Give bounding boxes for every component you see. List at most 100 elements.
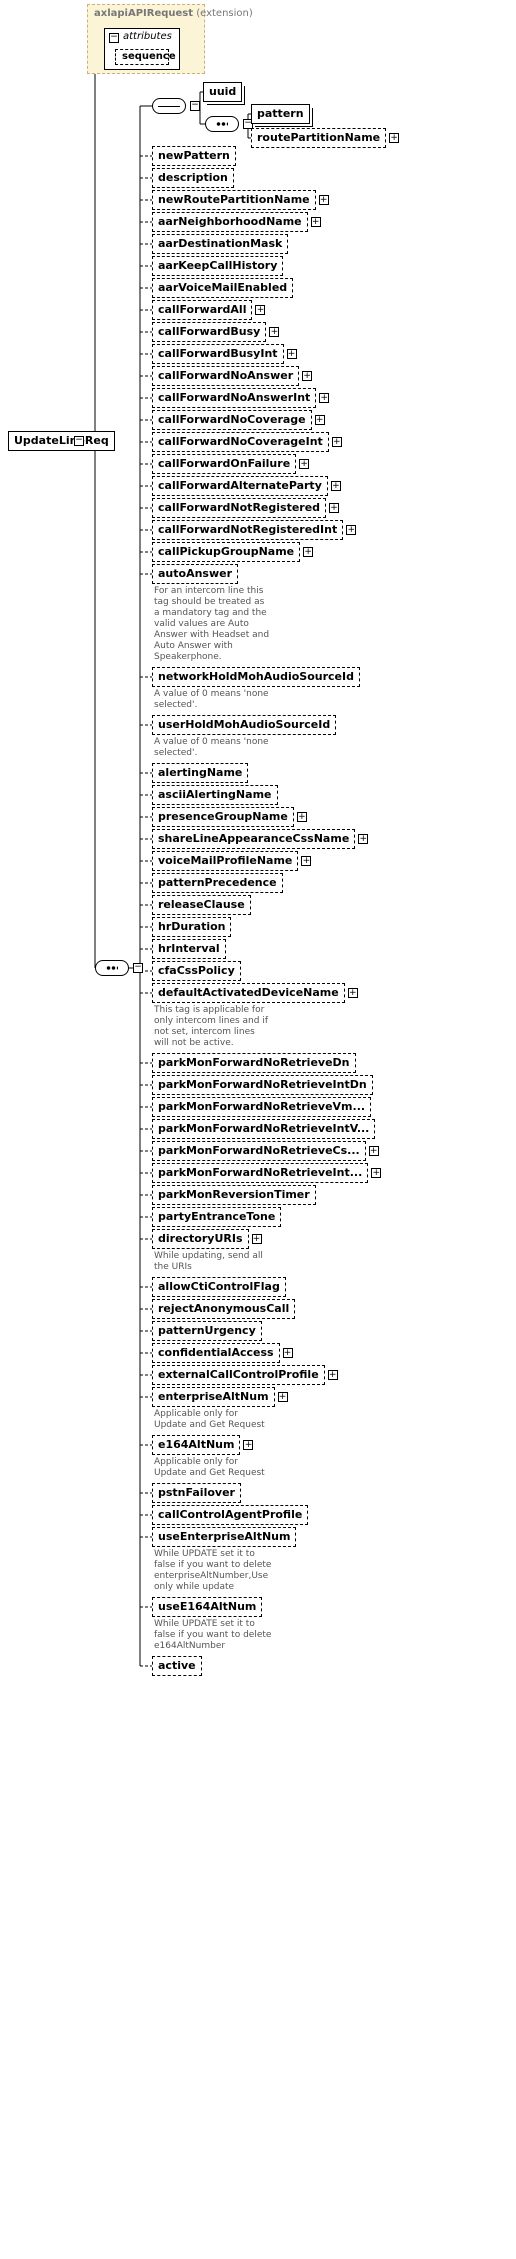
element-label: patternPrecedence	[158, 876, 277, 889]
collapse-root-icon[interactable]: −	[74, 435, 84, 446]
expand-icon[interactable]: +	[318, 195, 329, 205]
expand-icon[interactable]: +	[347, 988, 358, 998]
element-label: newRoutePartitionName	[158, 193, 310, 206]
expand-icon[interactable]: +	[331, 437, 342, 447]
element-pstnfailover[interactable]: pstnFailover	[152, 1483, 241, 1503]
element-parkmonforwardnoretrievevm[interactable]: parkMonForwardNoRetrieveVm...	[152, 1097, 372, 1117]
element-useenterprisealtnum[interactable]: useEnterpriseAltNum	[152, 1527, 297, 1547]
collapse-main-sequence-icon[interactable]: −	[133, 962, 143, 973]
uuid-element[interactable]: uuid	[203, 82, 246, 105]
choice-compositor[interactable]	[152, 98, 186, 114]
expand-icon[interactable]: +	[251, 1234, 262, 1244]
element-aarkeepcallhistory[interactable]: aarKeepCallHistory	[152, 256, 284, 276]
expand-icon[interactable]: +	[327, 1370, 338, 1380]
expand-icon[interactable]: +	[314, 415, 325, 425]
expand-icon[interactable]: +	[299, 459, 310, 469]
expand-icon[interactable]: +	[255, 305, 266, 315]
expand-icon[interactable]: +	[303, 547, 314, 557]
element-sharelineappearancecssname[interactable]: shareLineAppearanceCssName+	[152, 829, 369, 849]
element-confidentialaccess[interactable]: confidentialAccess+	[152, 1343, 293, 1363]
element-rejectanonymouscall[interactable]: rejectAnonymousCall	[152, 1299, 296, 1319]
element-callforwardonfailure[interactable]: callForwardOnFailure+	[152, 454, 310, 474]
element-label: hrDuration	[158, 920, 226, 933]
element-usee164altnum[interactable]: useE164AltNum	[152, 1597, 263, 1617]
collapse-attributes-icon[interactable]: −	[109, 32, 119, 43]
element-callforwardbusy[interactable]: callForwardBusy+	[152, 322, 280, 342]
element-patternurgency[interactable]: patternUrgency	[152, 1321, 262, 1341]
element-callforwardall[interactable]: callForwardAll+	[152, 300, 266, 320]
element-annotation: While UPDATE set it to false if you want…	[154, 1549, 272, 1592]
element-voicemailprofilename[interactable]: voiceMailProfileName+	[152, 851, 312, 871]
expand-icon[interactable]: +	[296, 812, 307, 822]
element-asciialertingname[interactable]: asciiAlertingName	[152, 785, 278, 805]
element-parkmonreversiontimer[interactable]: parkMonReversionTimer	[152, 1185, 316, 1205]
collapse-choice-icon[interactable]: −	[190, 100, 200, 111]
element-newroutepartitionname[interactable]: newRoutePartitionName +	[152, 190, 329, 210]
element-parkmonforwardnoretrieveintdn[interactable]: parkMonForwardNoRetrieveIntDn	[152, 1075, 373, 1095]
main-sequence-compositor[interactable]	[95, 960, 129, 976]
element-aarvoicemailenabled[interactable]: aarVoiceMailEnabled	[152, 278, 294, 298]
element-parkmonforwardnoretrievecs[interactable]: parkMonForwardNoRetrieveCs...+	[152, 1141, 379, 1161]
element-callforwardnotregisteredint[interactable]: callForwardNotRegisteredInt+	[152, 520, 357, 540]
expand-icon[interactable]: +	[371, 1168, 382, 1178]
expand-icon[interactable]: +	[282, 1348, 293, 1358]
element-alertingname[interactable]: alertingName	[152, 763, 249, 783]
element-partyentrancetone[interactable]: partyEntranceTone	[152, 1207, 282, 1227]
element-description[interactable]: description	[152, 168, 234, 188]
expand-icon[interactable]: +	[330, 481, 341, 491]
expand-icon[interactable]: +	[358, 834, 369, 844]
inner-sequence-compositor[interactable]	[205, 116, 239, 132]
element-callforwardnocoverage[interactable]: callForwardNoCoverage+	[152, 410, 325, 430]
element-parkmonforwardnoretrieveint[interactable]: parkMonForwardNoRetrieveInt...+	[152, 1163, 382, 1183]
element-active[interactable]: active	[152, 1656, 202, 1676]
element-parkmonforwardnoretrieveintv[interactable]: parkMonForwardNoRetrieveIntV...	[152, 1119, 376, 1139]
element-label: hrInterval	[158, 942, 220, 955]
element-parkmonforwardnoretrievedn[interactable]: parkMonForwardNoRetrieveDn	[152, 1053, 356, 1073]
expand-icon[interactable]: +	[389, 133, 400, 143]
collapse-inner-sequence-icon[interactable]: −	[243, 118, 253, 129]
element-hrinterval[interactable]: hrInterval	[152, 939, 226, 959]
pattern-element[interactable]: pattern	[251, 104, 313, 127]
element-enterprisealtnum[interactable]: enterpriseAltNum+	[152, 1387, 288, 1407]
root-element[interactable]: UpdateLineReq	[8, 431, 115, 451]
element-externalcallcontrolprofile[interactable]: externalCallControlProfile+	[152, 1365, 338, 1385]
element-cfacsspolicy[interactable]: cfaCssPolicy	[152, 961, 241, 981]
expand-icon[interactable]: +	[368, 1146, 379, 1156]
element-networkholdmohaudiosourceid[interactable]: networkHoldMohAudioSourceId	[152, 667, 360, 687]
element-callforwardnocoverageint[interactable]: callForwardNoCoverageInt+	[152, 432, 342, 452]
expand-icon[interactable]: +	[302, 371, 313, 381]
element-autoanswer[interactable]: autoAnswer	[152, 564, 239, 584]
element-releaseclause[interactable]: releaseClause	[152, 895, 251, 915]
element-label: aarNeighborhoodName	[158, 215, 302, 228]
expand-icon[interactable]: +	[301, 856, 312, 866]
expand-icon[interactable]: +	[346, 525, 357, 535]
element-label: patternUrgency	[158, 1324, 256, 1337]
expand-icon[interactable]: +	[310, 217, 321, 227]
expand-icon[interactable]: +	[329, 503, 340, 513]
element-userholdmohaudiosourceid[interactable]: userHoldMohAudioSourceId	[152, 715, 337, 735]
element-callpickupgroupname[interactable]: callPickupGroupName+	[152, 542, 314, 562]
element-aardestinationmask[interactable]: aarDestinationMask	[152, 234, 289, 254]
element-hrduration[interactable]: hrDuration	[152, 917, 232, 937]
element-aarneighborhoodname[interactable]: aarNeighborhoodName +	[152, 212, 321, 232]
element-newpattern[interactable]: newPattern	[152, 146, 236, 166]
expand-icon[interactable]: +	[286, 349, 297, 359]
element-allowcticontrolflag[interactable]: allowCtiControlFlag	[152, 1277, 286, 1297]
expand-icon[interactable]: +	[319, 393, 330, 403]
expand-icon[interactable]: +	[269, 327, 280, 337]
element-callcontrolagentprofile[interactable]: callControlAgentProfile	[152, 1505, 309, 1525]
element-directoryuris[interactable]: directoryURIs+	[152, 1229, 262, 1249]
element-callforwardnotregistered[interactable]: callForwardNotRegistered+	[152, 498, 340, 518]
element-defaultactivateddevicename[interactable]: defaultActivatedDeviceName+	[152, 983, 358, 1003]
element-presencegroupname[interactable]: presenceGroupName+	[152, 807, 307, 827]
element-callforwardbusyint[interactable]: callForwardBusyInt+	[152, 344, 297, 364]
expand-icon[interactable]: +	[243, 1440, 254, 1450]
element-callforwardnoanswerint[interactable]: callForwardNoAnswerInt+	[152, 388, 330, 408]
element-callforwardnoanswer[interactable]: callForwardNoAnswer+	[152, 366, 313, 386]
attributes-box: − attributes sequence	[104, 28, 180, 70]
element-patternprecedence[interactable]: patternPrecedence	[152, 873, 283, 893]
element-callforwardalternateparty[interactable]: callForwardAlternateParty+	[152, 476, 341, 496]
expand-icon[interactable]: +	[277, 1392, 288, 1402]
route-partition-name-element[interactable]: routePartitionName +	[251, 128, 400, 148]
element-e164altnum[interactable]: e164AltNum+	[152, 1435, 254, 1455]
